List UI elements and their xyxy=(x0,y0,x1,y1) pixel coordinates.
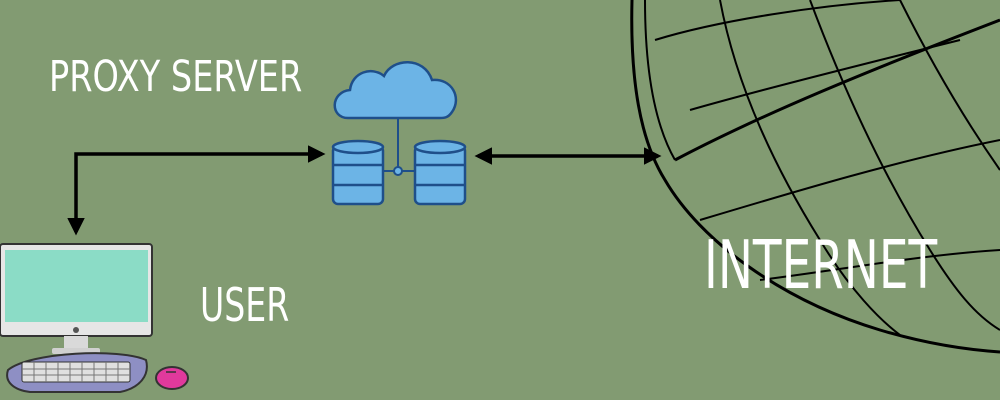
database-left-icon xyxy=(331,139,385,206)
internet-label: INTERNET xyxy=(704,226,938,304)
cloud-icon xyxy=(333,61,458,120)
proxy-server-label: PROXY SERVER xyxy=(49,52,303,102)
globe-icon xyxy=(630,0,1000,354)
computer-monitor-icon xyxy=(0,243,153,354)
user-label: USER xyxy=(200,278,290,332)
database-right-icon xyxy=(413,139,467,206)
connection-lines xyxy=(383,118,415,176)
keyboard-icon xyxy=(6,352,148,393)
mouse-icon xyxy=(155,366,189,390)
user-proxy-arrow xyxy=(67,145,326,236)
